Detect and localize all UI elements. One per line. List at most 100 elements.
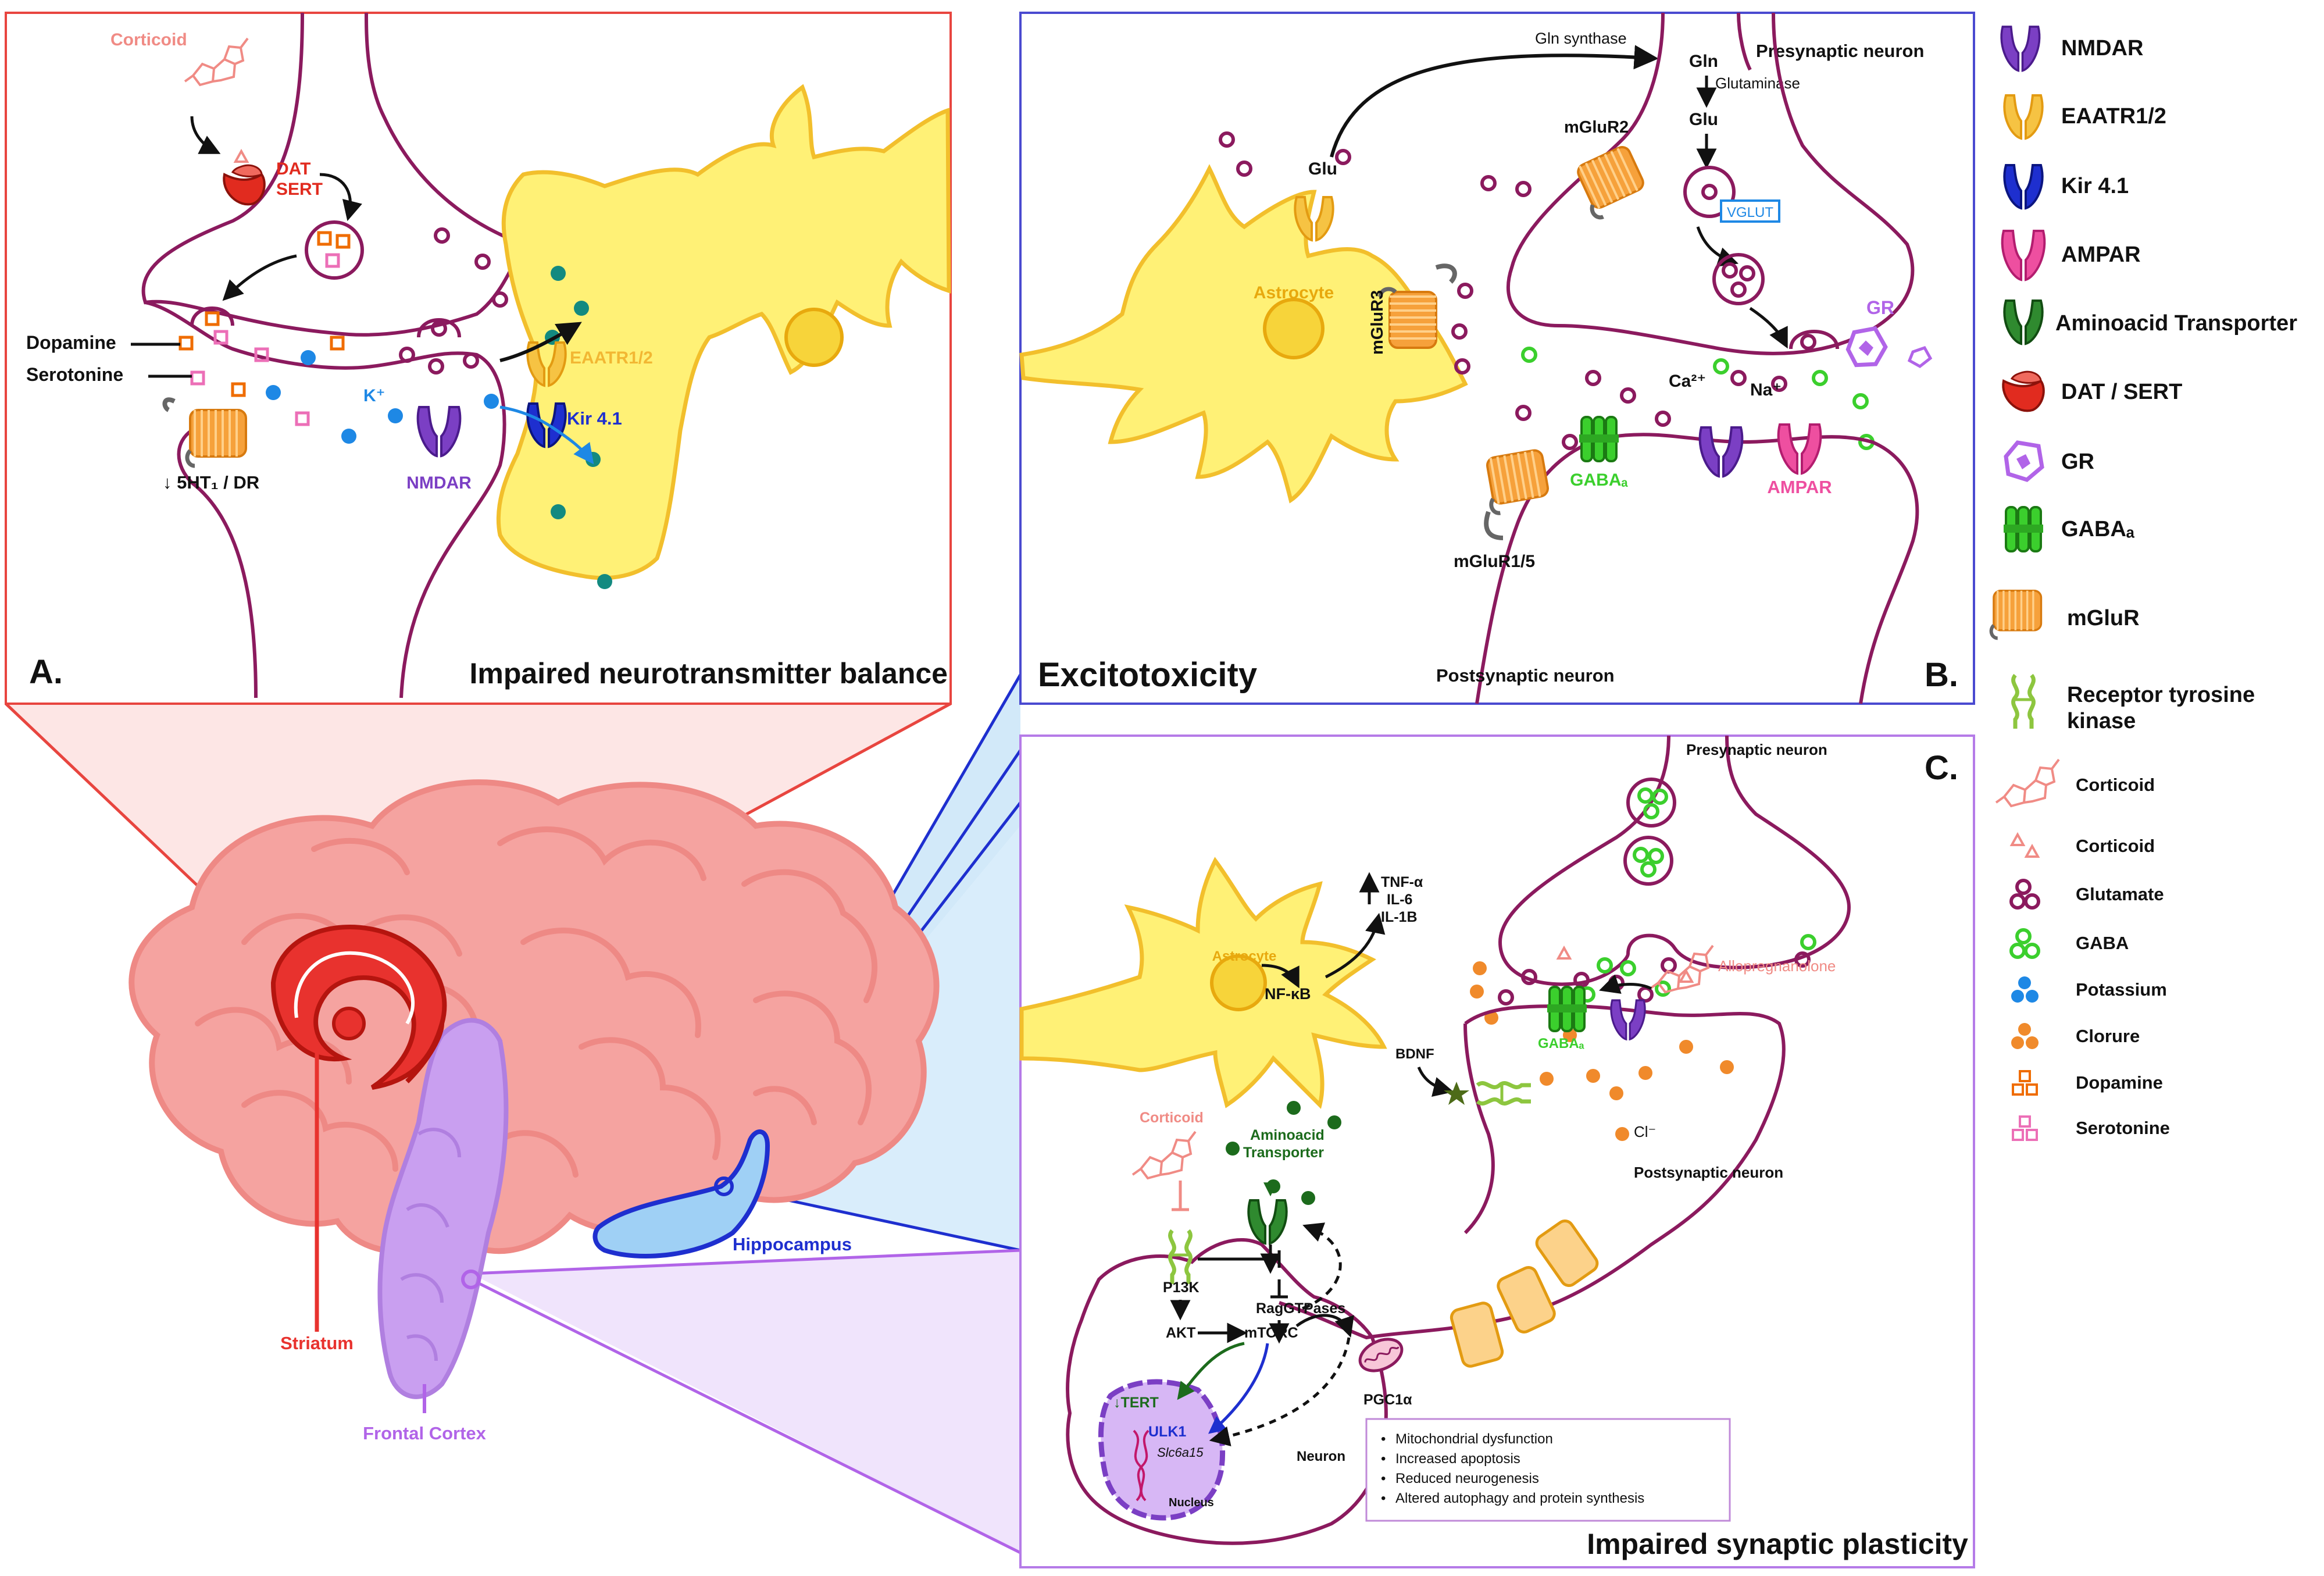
panel-c-letter: C. — [1925, 749, 1958, 787]
panel-b-astrocyte — [1019, 164, 1468, 504]
hippocampus — [592, 1129, 770, 1258]
legend-glutamate-icon — [2011, 880, 2039, 908]
panel-b: Astrocyte Glu mGluR3 Gln synthase Gln Gl… — [1019, 12, 1975, 705]
panel-c-corticoid-label: Corticoid — [1140, 1110, 1204, 1126]
legend-label: Corticoid — [2076, 836, 2155, 856]
akt-label: AKT — [1166, 1325, 1195, 1341]
panel-a-title: Impaired neurotransmitter balance — [470, 657, 948, 690]
legend-rtk-icon — [2014, 675, 2034, 729]
serotonine-label: Serotonine — [26, 364, 123, 385]
gene-label: Slc6a15 — [1157, 1445, 1204, 1460]
cl-label: Cl⁻ — [1634, 1123, 1656, 1140]
legend-label: Potassium — [2076, 979, 2167, 1000]
panel-c-astrocyte-nucleus — [1210, 954, 1267, 1011]
panel-b-letter: B. — [1925, 656, 1958, 694]
dna-icon — [1133, 1429, 1149, 1502]
panel-c-presynaptic-membrane — [1498, 735, 1851, 986]
panel-b-postsynaptic-membrane — [1475, 433, 1919, 704]
ulk1-label: ULK1 — [1148, 1424, 1186, 1440]
panel-c-aat-label-1: Aminoacid — [1250, 1127, 1325, 1143]
na-label: Na⁺ — [1750, 380, 1782, 400]
vglut-box — [1720, 199, 1780, 223]
legend-label: Dopamine — [2076, 1072, 2163, 1093]
panel-b-gaba-a-icon — [1578, 416, 1620, 462]
panel-b-astrocyte-nucleus — [1263, 298, 1325, 359]
legend-label: kinase — [2067, 709, 2136, 733]
brain-illustration: Striatum Frontal Cortex Hippocampus — [5, 673, 1022, 1554]
vglut-label: VGLUT — [1727, 205, 1773, 220]
legend-eaatr-icon — [2003, 94, 2044, 140]
dat-label: DAT — [276, 159, 310, 179]
legend-label: Receptor tyrosine — [2067, 683, 2255, 707]
striatum-label: Striatum — [280, 1333, 354, 1353]
pgc-label: PGC1α — [1363, 1392, 1412, 1408]
panel-c-gaba-a-icon — [1546, 986, 1588, 1032]
legend-kir-icon — [2003, 164, 2044, 209]
axon-channels — [1450, 1219, 1599, 1368]
panel-c-title: Impaired synaptic plasticity — [1587, 1528, 1968, 1560]
effects-list: • Mitochondrial dysfunction • Increased ap… — [1381, 1431, 1644, 1506]
nfkb-label: NF-κB — [1265, 985, 1311, 1003]
presynaptic-neuron-label-b: Presynaptic neuron — [1756, 41, 1924, 61]
glu-top-label: Glu — [1689, 110, 1718, 129]
dopamine-label: Dopamine — [26, 332, 116, 353]
gln-synthase-label: Gln synthase — [1535, 30, 1627, 47]
panel-c-astrocyte-label: Astrocyte — [1212, 949, 1277, 964]
panel-a-kir-label: Kir 4.1 — [567, 408, 622, 429]
legend-label: Clorure — [2076, 1026, 2140, 1046]
bdnf-icon — [1444, 1082, 1469, 1105]
hippocampus-label: Hippocampus — [733, 1234, 852, 1254]
panel-b-glu-astro-label: Glu — [1308, 159, 1337, 179]
legend-dat-sert-icon — [2002, 370, 2045, 412]
panel-b-astrocyte-label: Astrocyte — [1254, 283, 1334, 302]
5ht-dr-label: ↓ 5HT₁ / DR — [163, 472, 259, 493]
legend-label: DAT / SERT — [2061, 380, 2182, 404]
mglur15-label: mGluR1/5 — [1454, 552, 1535, 571]
legend-label: Glutamate — [2076, 884, 2164, 904]
panel-a-nmdar-label: NMDAR — [406, 473, 472, 493]
legend-label: mGluR — [2067, 606, 2140, 630]
legend-gaba-a-icon — [2002, 506, 2044, 552]
effect-item-text: Mitochondrial dysfunction — [1395, 1431, 1553, 1447]
panel-a-astrocyte-nucleus — [784, 308, 844, 367]
panel-b-title: Excitotoxicity — [1038, 656, 1257, 694]
effect-item-text: Increased apoptosis — [1395, 1451, 1520, 1467]
glutaminase-label: Glutaminase — [1715, 74, 1800, 92]
panel-c: C. Presynaptic neuron Cl⁻ Allopregnanolo… — [1019, 734, 1975, 1568]
legend-mglur-icon — [1991, 591, 2041, 639]
panel-a-corticoid-label: Corticoid — [110, 30, 187, 49]
legend-label: AMPAR — [2061, 243, 2141, 267]
panel-c-gaba-a-label: GABAₐ — [1538, 1036, 1584, 1051]
tert-label: ↓TERT — [1113, 1395, 1159, 1411]
panel-a-eaatr-label: EAATR1/2 — [570, 348, 653, 368]
presynaptic-neuron-label-c: Presynaptic neuron — [1686, 741, 1827, 758]
allopregnanolone-label: Allopregnanolone — [1718, 957, 1836, 975]
legend-gr-icon — [2006, 443, 2042, 480]
cytokine-tnf-label: TNF-α — [1381, 874, 1423, 890]
effects-box — [1365, 1418, 1731, 1522]
effect-item-text: Reduced neurogenesis — [1395, 1471, 1539, 1486]
cytokine-il1b-label: IL-1B — [1381, 909, 1418, 925]
panel-b-gaba-a-label: GABAₐ — [1570, 470, 1628, 490]
effect-item: • — [1381, 1451, 1386, 1467]
legend-label: NMDAR — [2061, 36, 2143, 60]
k-plus-label: K⁺ — [363, 386, 385, 405]
legend-serotonine-icon — [2012, 1115, 2038, 1141]
legend-nmdar-icon — [2000, 26, 2041, 72]
legend-label: Serotonine — [2076, 1118, 2170, 1138]
legend-aminoacid-transporter-icon — [2003, 299, 2044, 345]
legend-ampar-icon — [2001, 230, 2046, 281]
panel-a-astrocyte — [496, 84, 951, 580]
panel-b-gr-label: GR — [1866, 297, 1894, 318]
legend-potassium-icon — [2011, 976, 2039, 1003]
effect-item: • — [1381, 1431, 1386, 1447]
effect-item-text: Altered autophagy and protein synthesis — [1395, 1491, 1644, 1506]
postsynaptic-neuron-label-b: Postsynaptic neuron — [1436, 665, 1615, 686]
mtorc-label: mTORC — [1244, 1325, 1298, 1341]
legend-label: GABA — [2076, 933, 2129, 953]
p13k-label: P13K — [1163, 1279, 1200, 1296]
legend-label: GABAₐ — [2061, 517, 2135, 541]
nucleus-label: Nucleus — [1169, 1496, 1214, 1509]
neuron-label: Neuron — [1297, 1449, 1345, 1464]
